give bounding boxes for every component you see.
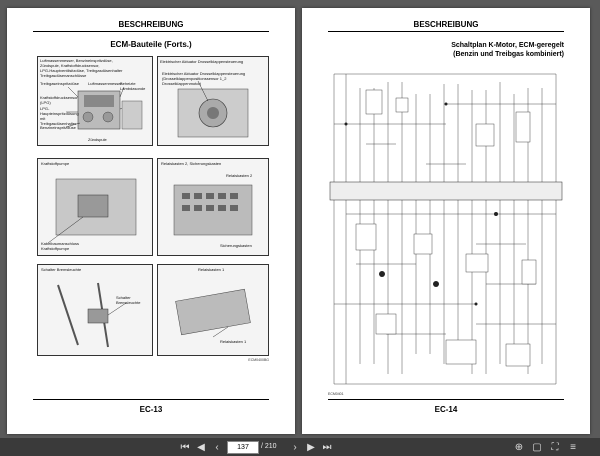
callout-label: Treibgaseinspritzdüse bbox=[40, 81, 79, 86]
panel-caption: Schalter Bremsleuchte bbox=[41, 267, 82, 272]
panel-caption-line: Zündspule, Kraftstoffdrucksensor, bbox=[40, 63, 100, 68]
callout-label: (Drosselklappenpositionssensor 1_2 bbox=[162, 76, 227, 81]
relay-box-illustration bbox=[173, 184, 253, 236]
page-total: / 210 bbox=[261, 443, 277, 450]
callout-label: Luftmassenmesser bbox=[88, 81, 122, 86]
throttle-illustration bbox=[177, 80, 249, 138]
relay-box-1-figure: Relaiskasten 1 Relaiskasten 1 bbox=[157, 264, 269, 356]
page-ec-13: BESCHREIBUNG ECM-Bauteile (Forts.) Luftm… bbox=[7, 8, 295, 434]
throttle-actuator-figure: Elektrischer Aktuator Drosselklappensteu… bbox=[157, 56, 269, 146]
callout-label: Relaiskasten 2 bbox=[226, 173, 253, 178]
panel-caption-line: LPG-Hauptventilsitzdüse, Treibgasdüsenha… bbox=[40, 68, 123, 73]
panel-caption-line: Treibgasdüsenanschlüsse bbox=[40, 73, 87, 78]
callout-label: Relaiskasten 1 bbox=[220, 339, 247, 344]
panel-caption-line: Elektrischer Aktuator Drosselklappensteu… bbox=[160, 59, 244, 64]
callout-label: Benzineinspritzdüse bbox=[40, 125, 76, 130]
fuel-pump-figure: Kraftstoffpumpe Kabelbaumanschluss Kraft… bbox=[37, 158, 153, 256]
engine-components-figure: Luftmassenmesser, Benzineinspritzdüse, Z… bbox=[37, 56, 153, 146]
page-number-input[interactable]: 137 bbox=[227, 441, 259, 454]
page-ec-14: BESCHREIBUNG Schaltplan K-Motor, ECM-ger… bbox=[302, 8, 590, 434]
page-header: BESCHREIBUNG bbox=[413, 20, 479, 29]
panel-caption: Relaiskasten 2, Sicherungskasten bbox=[161, 161, 222, 166]
brake-switch-figure: Schalter Bremsleuchte Schalter Bremsleuc… bbox=[37, 264, 153, 356]
fit-page-icon[interactable]: ▢ bbox=[532, 441, 542, 453]
previous-icon[interactable]: ‹ bbox=[215, 441, 219, 453]
fullscreen-icon[interactable]: ⛶ bbox=[551, 441, 559, 453]
relay-box-2-figure: Relaiskasten 2, Sicherungskasten Relaisk… bbox=[157, 158, 269, 256]
menu-icon[interactable]: ≡ bbox=[570, 441, 576, 453]
callout-label: Drosselklappenmotor) bbox=[162, 81, 202, 86]
callout-label: Elektrischer Aktuator Drosselklappensteu… bbox=[162, 71, 246, 76]
viewer-toolbar: ⏮ ◀ ‹ 137 / 210 › ▶ ⏭ ⊕ ▢ ⛶ ≡ bbox=[0, 438, 600, 456]
next-page-icon[interactable]: ▶ bbox=[307, 441, 315, 453]
zoom-icon[interactable]: ⊕ bbox=[514, 441, 524, 453]
previous-page-icon[interactable]: ◀ bbox=[197, 441, 205, 453]
panel-caption: Kraftstoffpumpe bbox=[41, 161, 70, 166]
page-title: Schaltplan K-Motor, ECM-geregelt bbox=[451, 42, 564, 49]
callout-label: LPG-Haupteinspritzdüsung mit Treibgasdüs… bbox=[40, 106, 79, 126]
page-number: EC-13 bbox=[139, 405, 163, 414]
header-rule bbox=[328, 31, 564, 32]
page-header: BESCHREIBUNG bbox=[118, 20, 184, 29]
panel-caption: Relaiskasten 1 bbox=[198, 267, 225, 272]
panel-caption-line: Luftmassenmesser, Benzineinspritzdüse, bbox=[40, 58, 113, 63]
wiring-diagram bbox=[329, 73, 563, 385]
last-page-icon[interactable]: ⏭ bbox=[322, 441, 332, 453]
footer-rule bbox=[328, 399, 564, 400]
page-subtitle: (Benzin und Treibgas kombiniert) bbox=[453, 51, 564, 58]
brake-switch-illustration bbox=[57, 282, 127, 348]
callout-label: Zündspule bbox=[88, 137, 107, 142]
page-title: ECM-Bauteile (Forts.) bbox=[110, 40, 192, 49]
fuel-pump-illustration bbox=[47, 178, 137, 244]
callout-label: Sicherungskasten bbox=[220, 243, 252, 248]
callout-label: Schalter Bremsleuchte bbox=[116, 295, 141, 305]
page-number: EC-14 bbox=[434, 405, 458, 414]
callout-label: Kraftstoffdrucksensor (LPG) bbox=[40, 95, 78, 105]
figure-reference: ECM0400BG bbox=[248, 358, 269, 362]
footer-rule bbox=[33, 399, 269, 400]
figure-reference: ECM0401 bbox=[328, 392, 344, 396]
next-icon[interactable]: › bbox=[293, 441, 297, 453]
first-page-icon[interactable]: ⏮ bbox=[180, 441, 190, 453]
engine-illustration bbox=[65, 86, 143, 130]
callout-label: Kabelbaumanschluss Kraftstoffpumpe bbox=[41, 241, 80, 251]
header-rule bbox=[33, 31, 269, 32]
relay-box-1-illustration bbox=[175, 288, 251, 338]
callout-label: Beheizte Lambdasonde bbox=[120, 81, 146, 91]
